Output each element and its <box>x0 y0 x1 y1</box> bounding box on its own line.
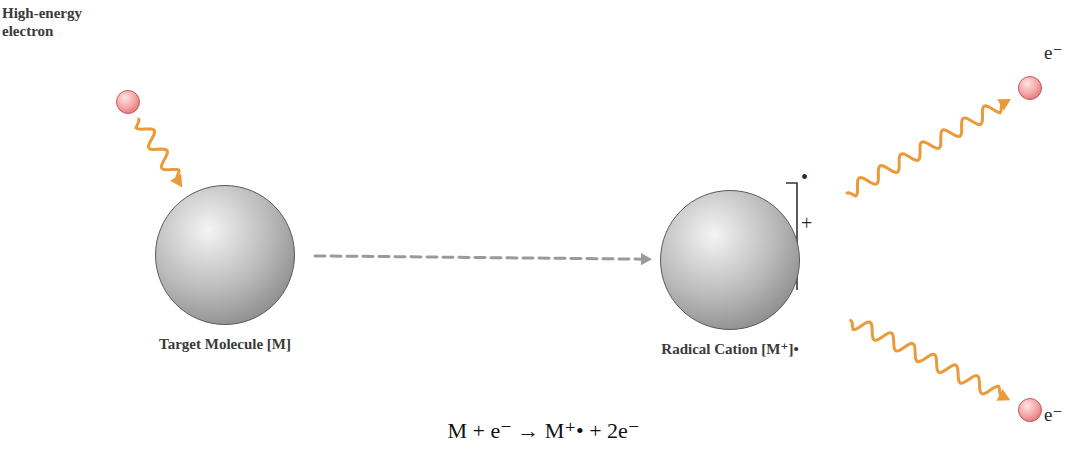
radical-dot: • <box>801 166 808 189</box>
particle-label: e⁻ <box>1044 42 1062 65</box>
electron-particle: e⁻ <box>1018 398 1042 422</box>
energy-wave-arrow <box>851 320 1011 400</box>
sphere-outline <box>1017 397 1043 423</box>
particle-label: e⁻ <box>1044 404 1062 427</box>
energy-wave-arrow <box>136 119 182 188</box>
sphere-outline <box>1017 75 1043 101</box>
charge-sign: + <box>801 212 812 235</box>
sphere-outline <box>115 89 141 115</box>
process-arrow <box>315 253 652 265</box>
energy-wave-arrow <box>847 99 1011 196</box>
electron-particle: e⁻ <box>1018 76 1042 100</box>
sphere-outline <box>659 189 801 331</box>
electron-particle: High-energy electron <box>116 90 140 114</box>
species-label: High-energy electron <box>2 4 114 40</box>
species-label: Target Molecule [M] <box>159 335 291 353</box>
molecule-sphere: Target Molecule [M] <box>155 185 295 325</box>
reaction-equation: M + e⁻ → M⁺• + 2e⁻ <box>0 418 1087 444</box>
sphere-outline <box>154 184 296 326</box>
radical-cation-sphere: Radical Cation [M⁺]• <box>660 190 800 330</box>
species-label: Radical Cation [M⁺]• <box>661 340 798 358</box>
